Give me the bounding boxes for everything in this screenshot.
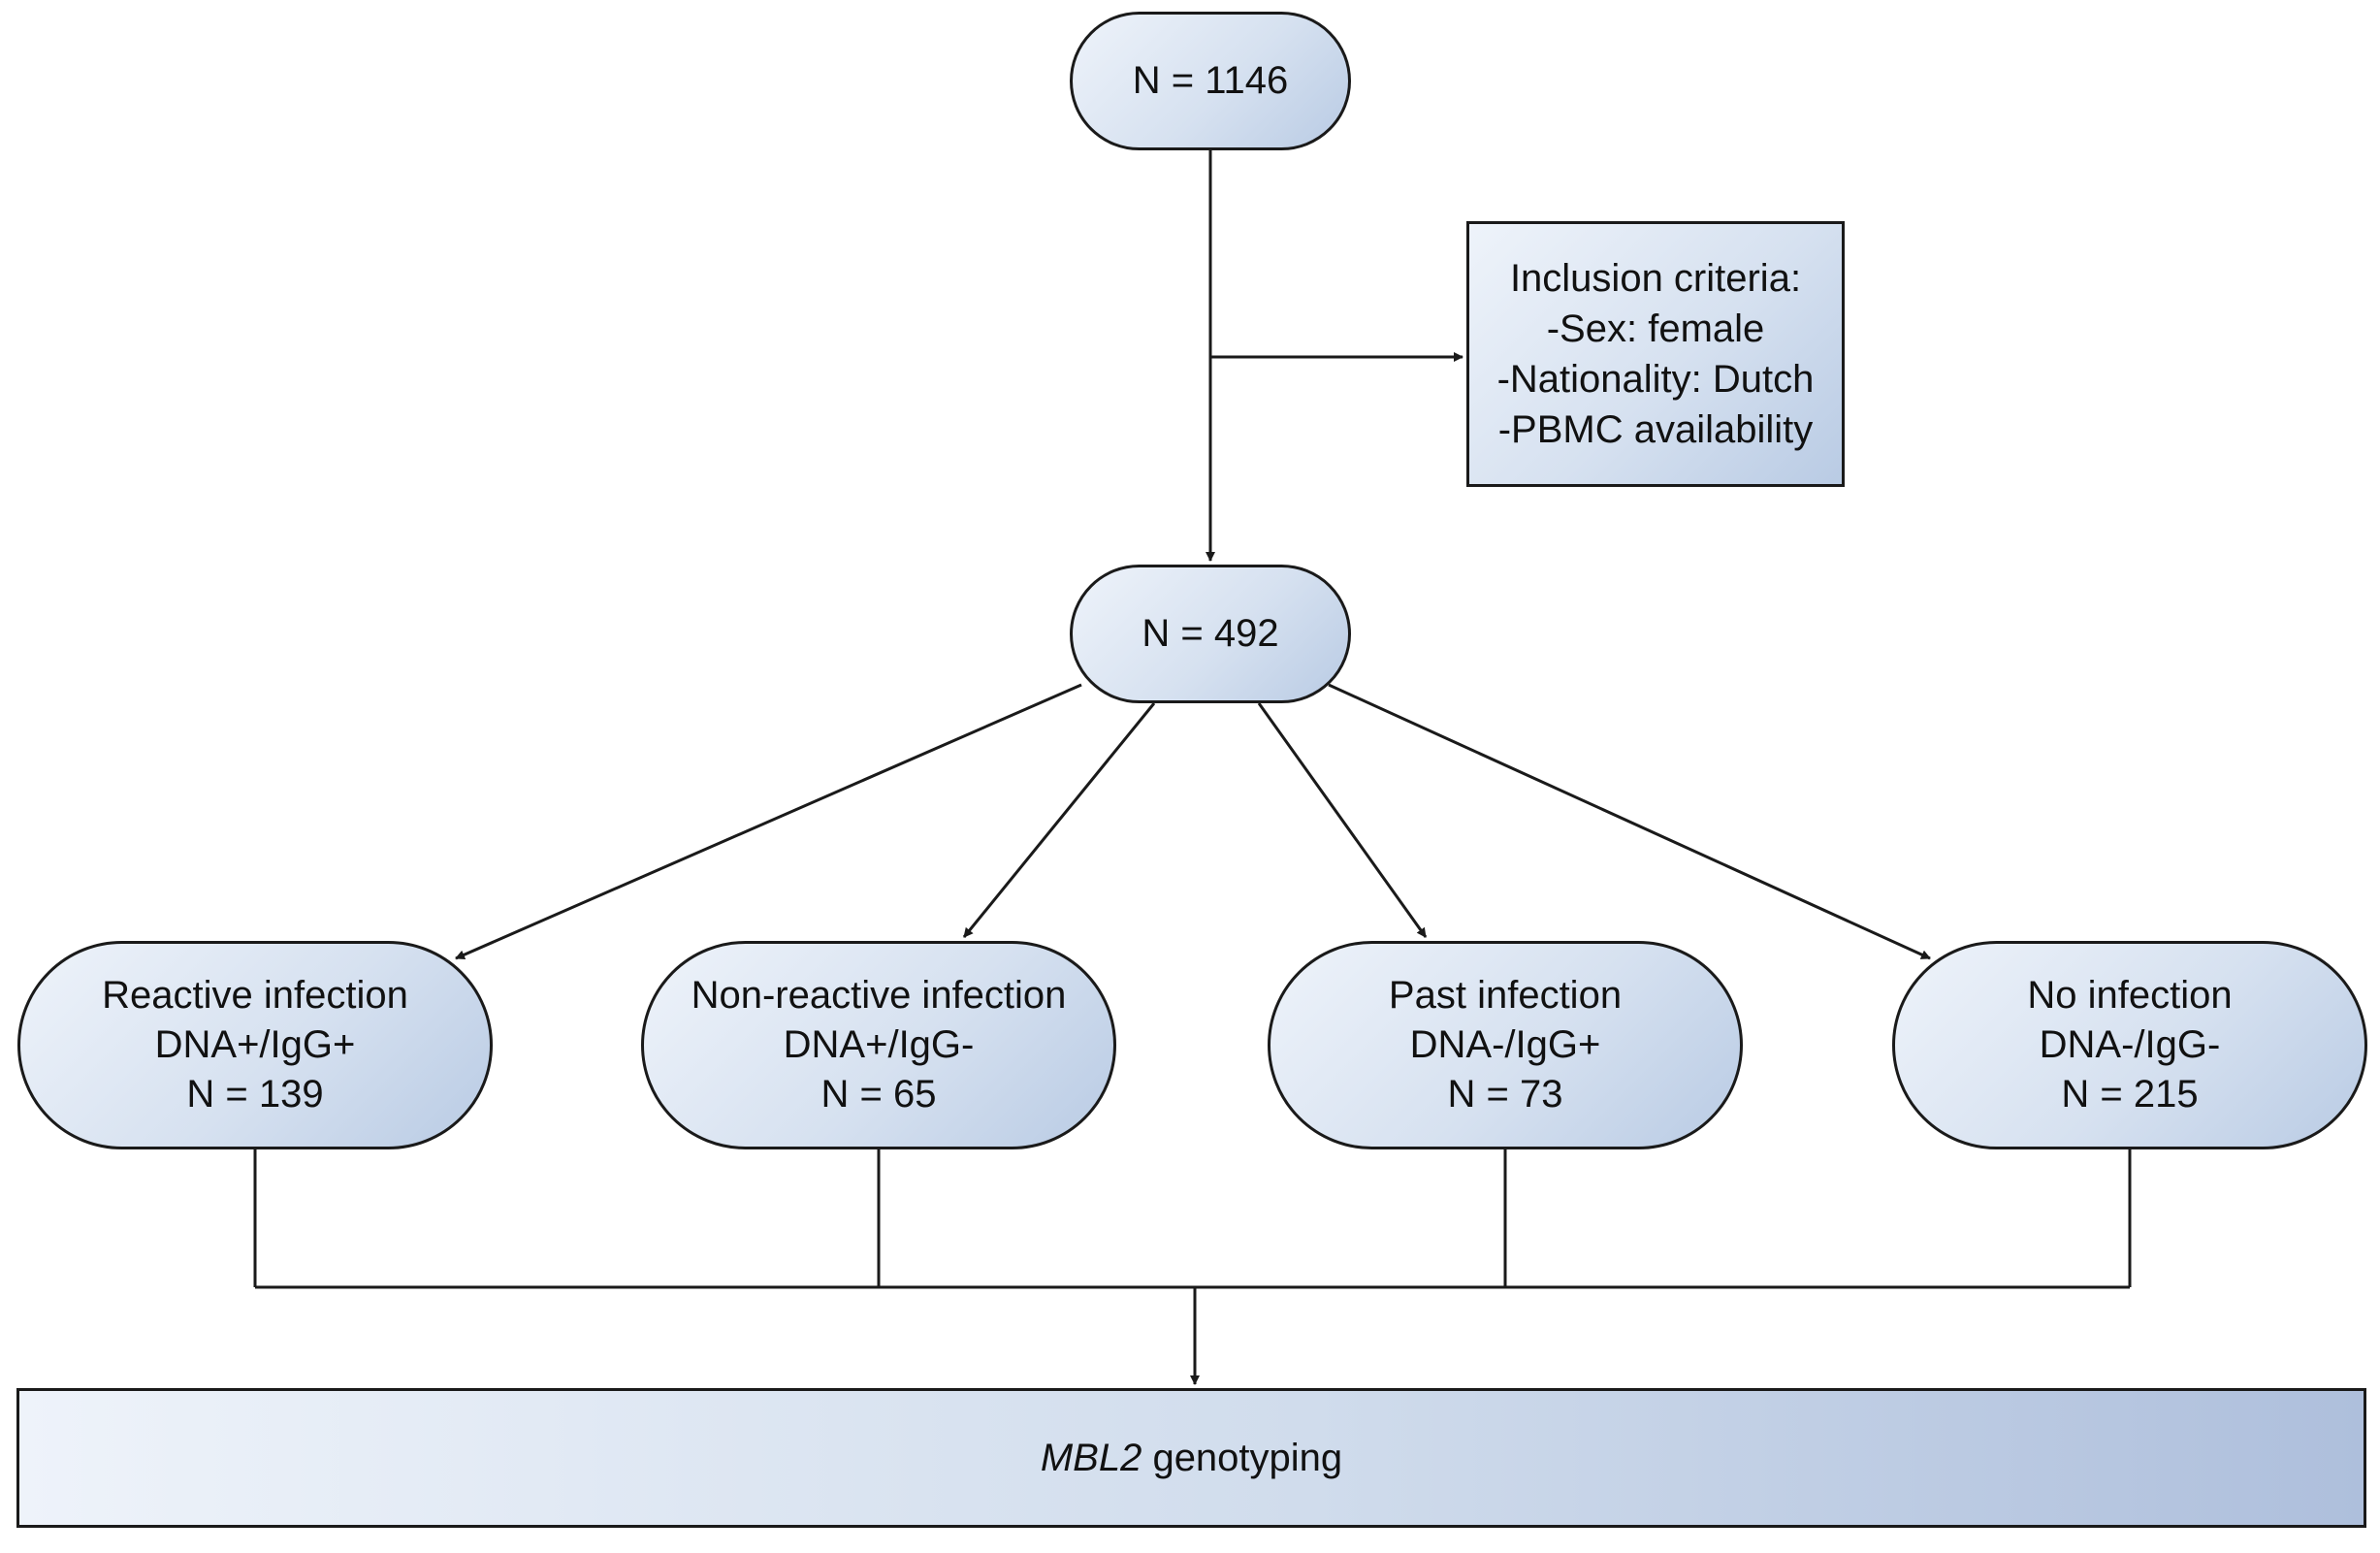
node-inclusion-criteria: Inclusion criteria: -Sex: female -Nation… — [1466, 221, 1845, 487]
group-name: Past infection — [1388, 974, 1623, 1017]
group-count: N = 73 — [1447, 1073, 1563, 1116]
inclusion-title: Inclusion criteria: — [1509, 257, 1802, 300]
group-count: N = 215 — [2061, 1073, 2199, 1116]
group-count: N = 65 — [820, 1073, 937, 1116]
arrow-to-no-infection — [1328, 683, 1931, 960]
node-non-reactive-infection: Non-reactive infection DNA+/IgG- N = 65 — [641, 941, 1116, 1149]
arrow-to-non-reactive — [962, 702, 1156, 938]
group-status: DNA+/IgG- — [783, 1023, 975, 1066]
selected-label: N = 492 — [1142, 612, 1279, 655]
group-name: Reactive infection — [102, 974, 408, 1017]
criterion-pbmc: -PBMC availability — [1497, 408, 1814, 451]
node-mbl2-genotyping: MBL2 genotyping — [16, 1388, 2366, 1528]
group-name: No infection — [2027, 974, 2233, 1017]
group-name: Non-reactive infection — [691, 974, 1067, 1017]
group-status: DNA-/IgG+ — [1409, 1023, 1601, 1066]
genotyping-label: genotyping — [1142, 1436, 1343, 1479]
node-no-infection: No infection DNA-/IgG- N = 215 — [1892, 941, 2367, 1149]
group-count: N = 139 — [186, 1073, 324, 1116]
node-selected: N = 492 — [1070, 565, 1351, 703]
arrow-to-reactive — [455, 683, 1082, 960]
criterion-nationality: -Nationality: Dutch — [1496, 358, 1815, 401]
gene-name: MBL2 — [1040, 1436, 1142, 1479]
group-status: DNA+/IgG+ — [154, 1023, 356, 1066]
node-reactive-infection: Reactive infection DNA+/IgG+ N = 139 — [17, 941, 493, 1149]
node-total: N = 1146 — [1070, 12, 1351, 150]
group-status: DNA-/IgG- — [2039, 1023, 2221, 1066]
criterion-sex: -Sex: female — [1546, 307, 1765, 350]
total-label: N = 1146 — [1132, 59, 1289, 102]
node-past-infection: Past infection DNA-/IgG+ N = 73 — [1268, 941, 1743, 1149]
arrow-to-past — [1257, 702, 1428, 938]
